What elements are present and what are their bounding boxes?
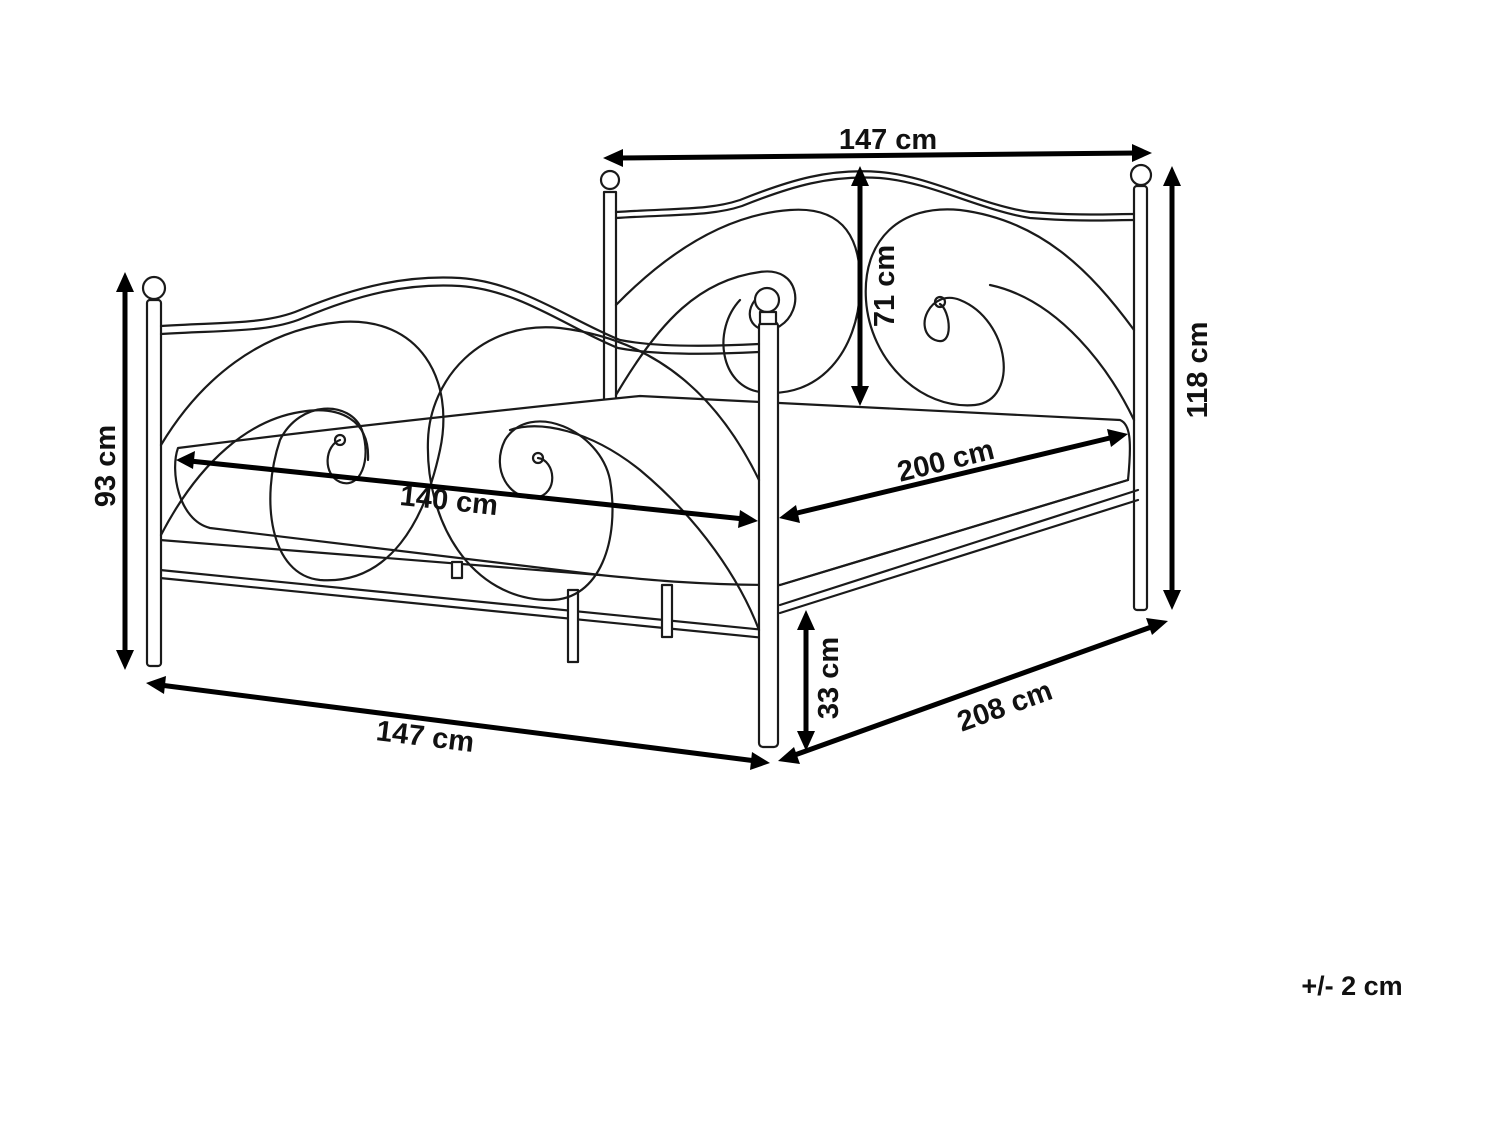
footboard-right-finial — [753, 286, 781, 314]
headboard-width-label: 147 cm — [839, 124, 937, 156]
headboard-left-finial — [599, 169, 621, 191]
headboard-panel-height-label: 71 cm — [869, 245, 901, 327]
headboard-left-post — [602, 190, 618, 404]
mattress — [174, 394, 1132, 587]
footboard-height-label: 93 cm — [90, 425, 122, 507]
bed-frame — [158, 394, 1140, 664]
headboard-height-label: 118 cm — [1182, 322, 1214, 419]
dimension-lines — [116, 144, 1181, 770]
frame-length-label: 208 cm — [953, 675, 1056, 739]
headboard — [599, 163, 1153, 612]
footboard-left-finial — [141, 275, 167, 301]
footboard-right-post — [757, 320, 780, 749]
headboard-right-finial — [1129, 163, 1153, 187]
clearance-height-label: 33 cm — [813, 637, 845, 719]
support-leg-2 — [660, 583, 674, 639]
footboard-left-post — [145, 298, 163, 668]
tolerance-label: +/- 2 cm — [1301, 971, 1402, 1001]
support-leg-1 — [566, 588, 580, 664]
support-leg-3 — [450, 560, 464, 580]
footboard-right-collar — [758, 310, 778, 326]
footboard — [141, 275, 781, 749]
headboard-right-post — [1132, 184, 1149, 612]
